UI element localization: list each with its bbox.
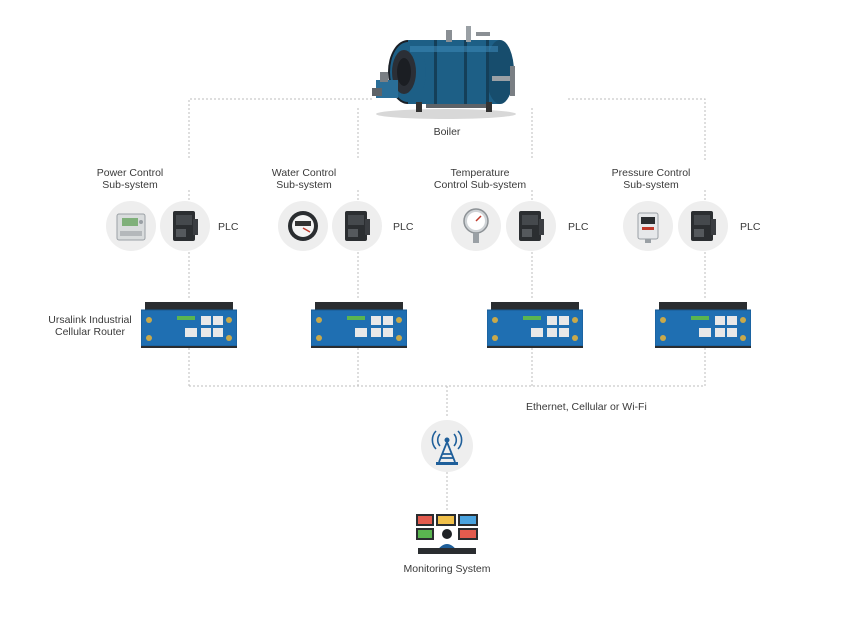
pressure-meter-icon [623,201,673,251]
plc-label: PLC [568,221,589,233]
subsystem-title-pressure: Pressure Control Sub-system [604,167,698,191]
subsystem-title-line2: Control Sub-system [433,179,527,191]
cell-tower-icon [421,420,473,472]
subsystem-title-power: Power Control Sub-system [90,167,170,191]
router-label-line1: Ursalink Industrial [48,314,132,326]
plc-icon [678,201,728,251]
router-device-2 [311,302,407,348]
temperature-gauge-icon [451,201,501,251]
monitoring-label: Monitoring System [403,563,491,575]
router-device-4 [655,302,751,348]
subsystem-title-line1: Temperature [450,167,510,179]
plc-icon [160,201,210,251]
subsystem-title-line1: Pressure Control [611,167,691,179]
router-device-1 [141,302,237,348]
power-meter-icon [106,201,156,251]
boiler-image [372,26,516,119]
subsystem-title-line1: Power Control [96,167,164,179]
router-device-3 [487,302,583,348]
plc-label: PLC [393,221,414,233]
subsystem-title-line1: Water Control [271,167,337,179]
subsystem-title-water: Water Control Sub-system [262,167,346,191]
water-meter-icon [278,201,328,251]
subsystem-title-line2: Sub-system [102,179,158,191]
subsystem-title-temperature: Temperature Control Sub-system [427,167,533,191]
monitoring-station-icon [416,514,478,554]
plc-label: PLC [218,221,239,233]
network-label: Ethernet, Cellular or Wi-Fi [526,401,647,413]
plc-label: PLC [740,221,761,233]
subsystem-title-line2: Sub-system [623,179,679,191]
plc-icon [506,201,556,251]
router-label-line2: Cellular Router [54,326,126,338]
router-label: Ursalink Industrial Cellular Router [38,314,142,338]
subsystem-title-line2: Sub-system [276,179,332,191]
plc-icon [332,201,382,251]
boiler-label: Boiler [433,126,461,138]
